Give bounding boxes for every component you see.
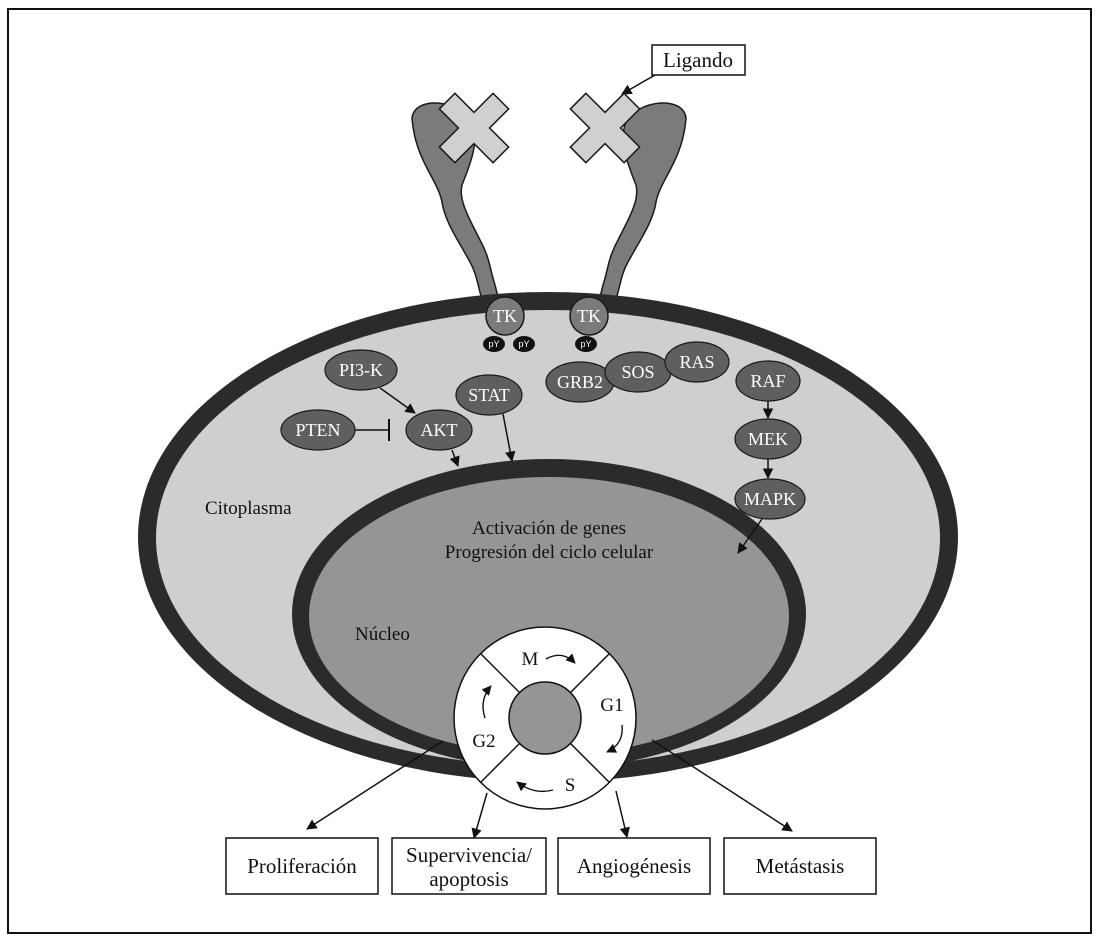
svg-text:Metástasis: Metástasis (756, 854, 845, 878)
svg-text:PI3-K: PI3-K (339, 360, 383, 380)
node-stat: STAT (455, 374, 523, 416)
py-1 (483, 336, 505, 352)
node-pi3k: PI3-K (324, 349, 398, 391)
svg-text:Angiogénesis: Angiogénesis (577, 854, 691, 878)
arrow-to-metastasis (651, 739, 793, 832)
svg-text:apoptosis: apoptosis (429, 867, 508, 891)
py-2 (513, 336, 535, 352)
ligand-label: Ligando (663, 48, 733, 72)
phase-g2: G2 (472, 731, 495, 752)
nucleus (309, 477, 789, 755)
figure-frame (7, 8, 1092, 934)
node-grb2: GRB2 (545, 361, 615, 403)
arrow-akt-nucleus (449, 449, 460, 467)
arrow-to-proliferation (306, 740, 444, 830)
ligand-left (438, 92, 510, 164)
outcome-metastasis: Metástasis (723, 837, 877, 895)
ligand-right (569, 92, 641, 164)
svg-text:Proliferación: Proliferación (247, 854, 357, 878)
arrow-stat-nucleus (502, 413, 516, 463)
phase-m: M (522, 649, 539, 670)
ligand-arrow (621, 74, 656, 95)
arrow-to-angiogenesis (615, 790, 630, 839)
ligand-label-box (651, 44, 746, 76)
svg-text:PTEN: PTEN (296, 420, 341, 440)
svg-text:RAS: RAS (679, 352, 714, 372)
svg-text:MEK: MEK (748, 429, 788, 449)
tk-right (569, 296, 609, 336)
node-raf: RAF (735, 360, 801, 402)
phase-s: S (565, 775, 576, 796)
svg-text:AKT: AKT (421, 420, 458, 440)
tk-right-label: TK (577, 306, 601, 326)
cycle-arrow-m-g1 (545, 653, 576, 664)
nuclear-effect-line2: Progresión del ciclo celular (445, 542, 654, 563)
outcome-proliferation: Proliferación (225, 837, 379, 895)
nuclear-effect-line1: Activación de genes (472, 518, 626, 539)
cycle-arrow-g2-m (481, 685, 492, 719)
cycle-arrow-g1-s (606, 724, 623, 753)
py-1-label: pY (488, 339, 499, 349)
node-ras: RAS (664, 341, 730, 383)
cell-cycle (453, 626, 637, 810)
nucleus-label: Núcleo (355, 624, 410, 645)
outcome-survival: Supervivencia/ apoptosis (391, 837, 547, 895)
svg-text:Supervivencia/: Supervivencia/ (406, 843, 532, 867)
node-pten: PTEN (280, 409, 356, 451)
tk-left-label: TK (493, 306, 517, 326)
arrow-pi3k-akt (379, 387, 416, 414)
svg-text:RAF: RAF (750, 371, 785, 391)
node-akt: AKT (405, 409, 473, 451)
cycle-arrow-s-g2 (516, 781, 554, 793)
phase-g1: G1 (600, 695, 623, 716)
svg-text:GRB2: GRB2 (557, 372, 603, 392)
outcome-angiogenesis: Angiogénesis (557, 837, 711, 895)
cytoplasm-label: Citoplasma (205, 498, 292, 519)
node-mek: MEK (734, 418, 802, 460)
tk-left (485, 296, 525, 336)
node-sos: SOS (604, 351, 672, 393)
py-3 (575, 336, 597, 352)
py-3-label: pY (580, 339, 591, 349)
arrow-to-survival (471, 792, 488, 840)
node-mapk: MAPK (734, 478, 806, 520)
svg-text:SOS: SOS (621, 362, 654, 382)
svg-text:MAPK: MAPK (744, 489, 796, 509)
arrow-mapk-nucleus (737, 518, 763, 554)
svg-text:STAT: STAT (468, 385, 510, 405)
py-2-label: pY (518, 339, 529, 349)
